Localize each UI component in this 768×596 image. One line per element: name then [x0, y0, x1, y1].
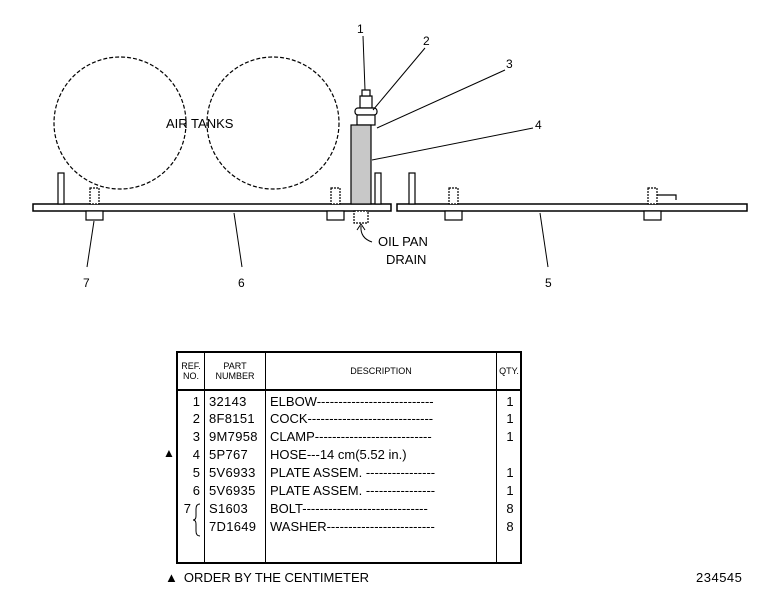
plate-post	[57, 172, 65, 205]
table-row: 2 8F8151 COCK---------------------------…	[178, 411, 520, 428]
leader-line-3	[376, 69, 506, 129]
row-description: PLATE ASSEM. ----------------	[270, 465, 436, 480]
row-description: ELBOW---------------------------	[270, 394, 434, 409]
drain-arrow	[360, 225, 373, 243]
table-row: 1 32143 ELBOW---------------------------…	[178, 394, 520, 411]
row-part-number: 9M7958	[209, 429, 258, 444]
table-col-divider	[496, 353, 497, 562]
table-row: 6 5V6935 PLATE ASSEM. ---------------- 1	[178, 483, 520, 500]
washer-nut	[643, 210, 662, 221]
plate-post	[374, 172, 382, 205]
header-part-number: PART NUMBER	[215, 361, 255, 381]
triangle-marker-icon: ▲	[165, 570, 178, 585]
table-col-divider	[204, 353, 205, 562]
hose-fitting	[353, 210, 369, 224]
callout-3: 3	[506, 57, 513, 71]
callout-4: 4	[535, 118, 542, 132]
row-part-number: 5V6935	[209, 483, 256, 498]
row-part-number: 7D1649	[209, 519, 257, 534]
header-ref-no: REF. NO.	[181, 361, 201, 381]
row-qty: 1	[506, 483, 514, 498]
bolt-stud	[89, 187, 100, 205]
footnote-text: ORDER BY THE CENTIMETER	[183, 570, 370, 585]
drain-arrow-head	[356, 223, 366, 231]
row-ref: 6	[192, 483, 200, 498]
hose	[350, 124, 372, 205]
drain-label-line2: DRAIN	[386, 252, 426, 267]
air-tank-left	[53, 56, 187, 190]
table-header-divider	[178, 389, 520, 391]
elbow	[359, 95, 373, 109]
row-ref: 4	[192, 447, 200, 462]
callout-1: 1	[357, 22, 364, 36]
row-qty: 8	[506, 519, 514, 534]
row-qty: 1	[506, 394, 514, 409]
washer-nut	[326, 210, 345, 221]
row-qty: 1	[506, 411, 514, 426]
table-row: 7 S1603 BOLT----------------------------…	[178, 501, 520, 518]
plate-assembly-right	[396, 203, 748, 212]
row-part-number: 5P767	[209, 447, 249, 462]
leader-line-5	[539, 212, 549, 268]
row-description: HOSE---14 cm(5.52 in.)	[270, 447, 407, 462]
table-row: 7D1649 WASHER------------------------- 8	[178, 519, 520, 536]
callout-5: 5	[545, 276, 552, 290]
row-ref: 1	[192, 394, 200, 409]
row-ref: 2	[192, 411, 200, 426]
document-number: 234545	[696, 570, 743, 585]
callout-6: 6	[238, 276, 245, 290]
air-tank-right	[206, 56, 340, 190]
leader-line-4	[371, 127, 534, 161]
callout-2: 2	[423, 34, 430, 48]
washer-nut	[444, 210, 463, 221]
row-qty: 1	[506, 429, 514, 444]
bolt-stud	[647, 187, 658, 205]
drain-label-line1: OIL PAN	[378, 234, 428, 249]
bolt-stud	[448, 187, 459, 205]
plate-post	[408, 172, 416, 205]
row-description: CLAMP---------------------------	[270, 429, 432, 444]
clamp	[356, 114, 376, 126]
row-part-number: 32143	[209, 394, 247, 409]
row-description: WASHER-------------------------	[270, 519, 435, 534]
header-qty: QTY.	[499, 366, 519, 376]
header-description: DESCRIPTION	[350, 366, 412, 376]
table-row: 3 9M7958 CLAMP--------------------------…	[178, 429, 520, 446]
row-description: BOLT-----------------------------	[270, 501, 428, 516]
row-part-number: 8F8151	[209, 411, 255, 426]
table-row: 5 5V6933 PLATE ASSEM. ---------------- 1	[178, 465, 520, 482]
row-ref: 7	[183, 501, 191, 516]
leader-line-7	[86, 220, 95, 268]
row-description: COCK-----------------------------	[270, 411, 434, 426]
grouping-brace	[192, 503, 201, 537]
table-col-divider	[265, 353, 266, 562]
row-part-number: 5V6933	[209, 465, 256, 480]
elbow-cap	[361, 89, 371, 97]
callout-7: 7	[83, 276, 90, 290]
order-by-cm-marker: ▲	[163, 446, 175, 460]
bracket-line	[657, 194, 677, 200]
parts-diagram: AIR TANKS 1 2 3 4 5 6 7 OIL PAN DRAIN	[32, 22, 748, 290]
washer-nut	[85, 210, 104, 221]
row-ref: 5	[192, 465, 200, 480]
table-row: 4 5P767 HOSE---14 cm(5.52 in.)	[178, 447, 520, 464]
air-tanks-label: AIR TANKS	[166, 116, 234, 131]
parts-table: REF. NO. PART NUMBER DESCRIPTION QTY. 1 …	[176, 351, 522, 564]
row-description: PLATE ASSEM. ----------------	[270, 483, 436, 498]
leader-line-2	[372, 47, 426, 111]
leader-line-6	[233, 212, 243, 268]
row-part-number: S1603	[209, 501, 249, 516]
row-ref: 3	[192, 429, 200, 444]
plate-assembly-left	[32, 203, 392, 212]
bolt-stud	[330, 187, 341, 205]
leader-line-1	[362, 35, 366, 91]
footnote: ▲ ORDER BY THE CENTIMETER	[165, 570, 369, 585]
row-qty: 1	[506, 465, 514, 480]
row-qty: 8	[506, 501, 514, 516]
